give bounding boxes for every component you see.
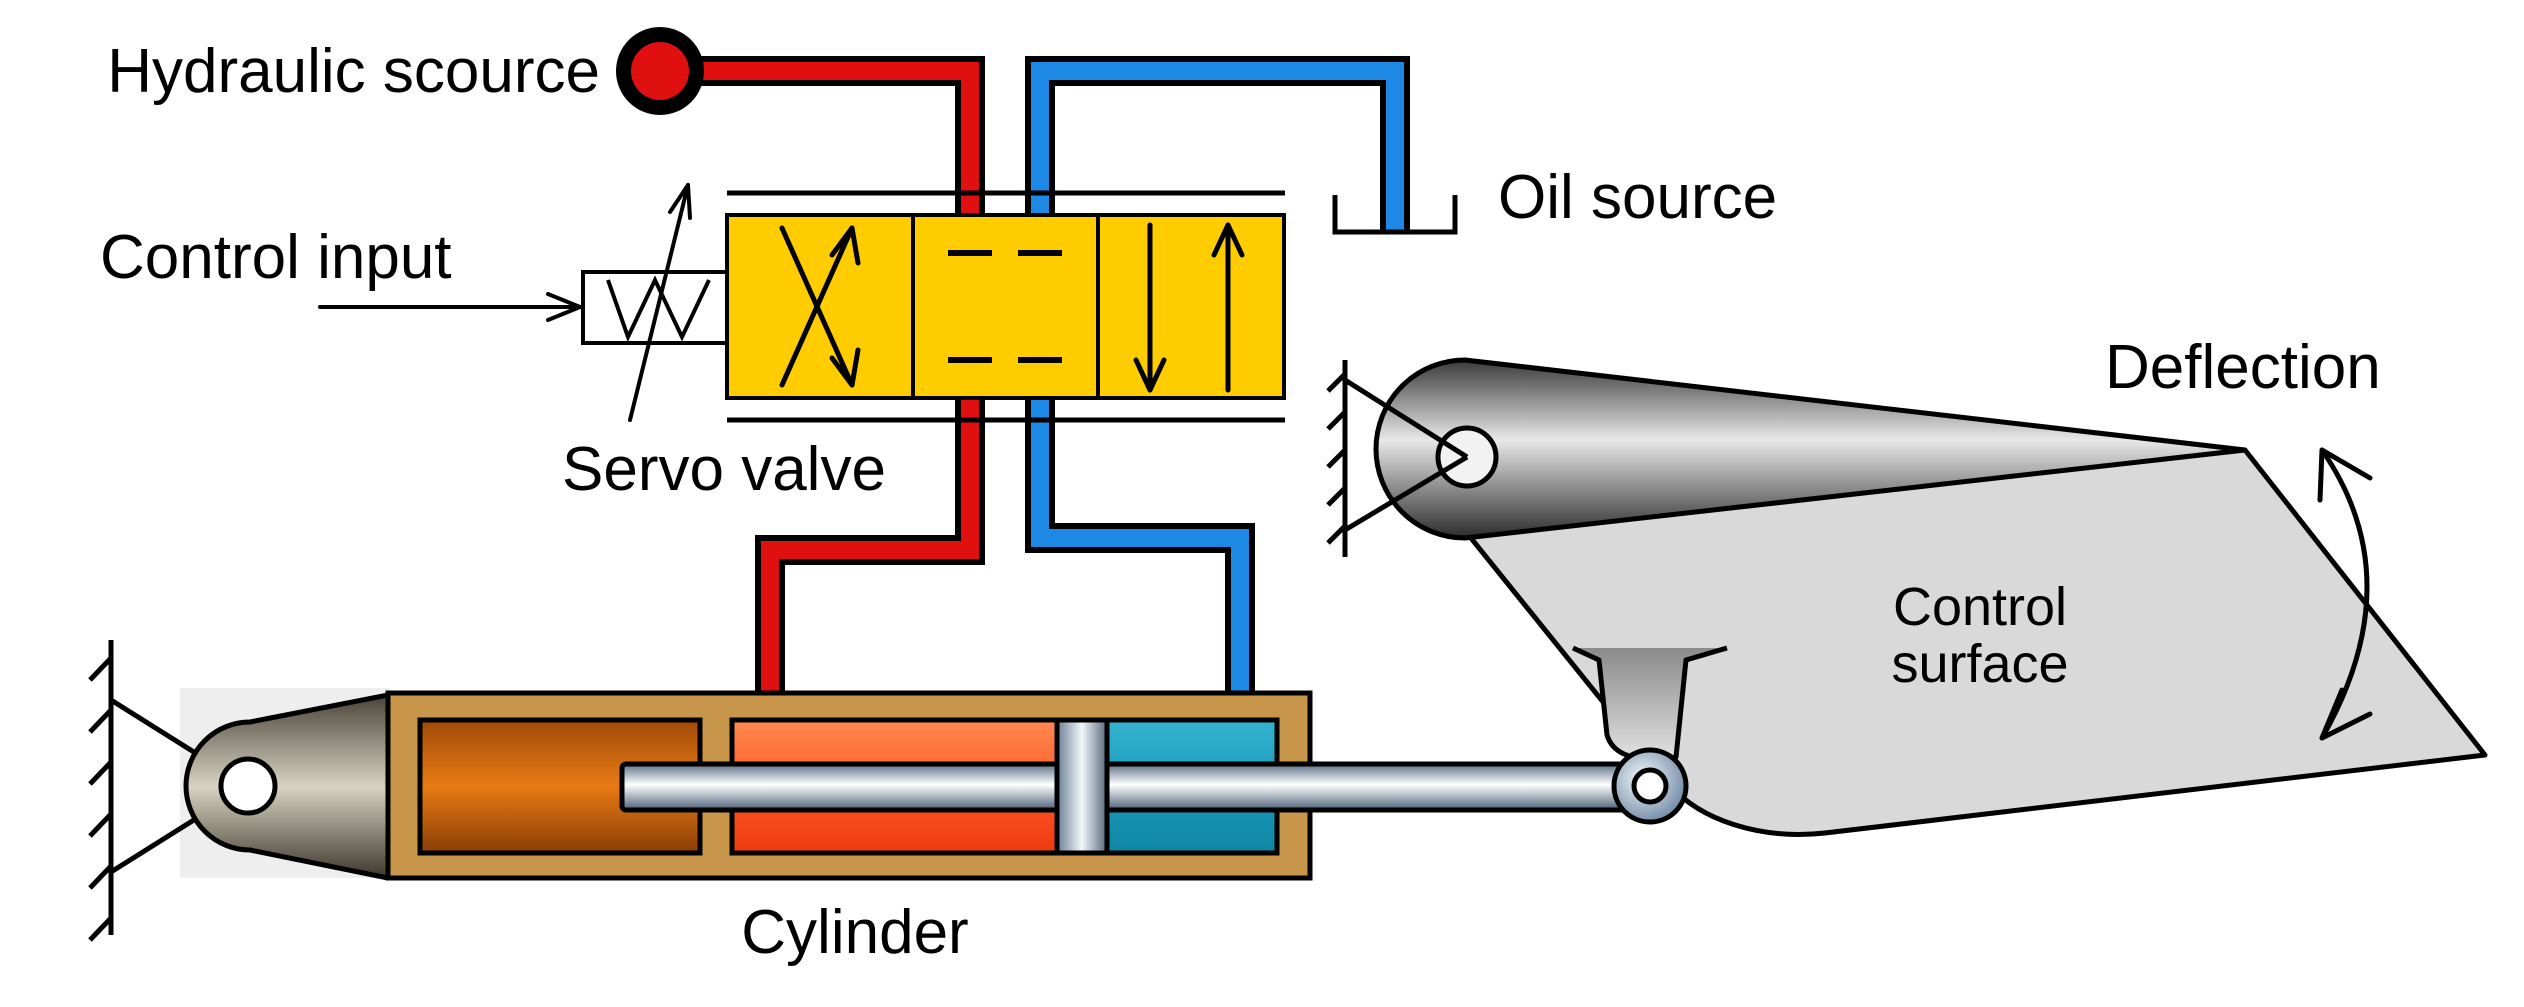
- label-control-surface-line1: Control: [1893, 577, 2067, 637]
- return-line-to-tank: [1025, 56, 1410, 250]
- return-line-from-cylinder: [1025, 362, 1255, 722]
- pressure-line-supply: [660, 56, 985, 250]
- hydraulic-source-icon: [616, 27, 704, 115]
- blocked-ports-icon: [948, 250, 1062, 363]
- label-control-input: Control input: [100, 223, 452, 292]
- label-oil-source: Oil source: [1498, 163, 1777, 232]
- hinge-arm: [1373, 357, 2248, 541]
- servo-valve: [318, 183, 1286, 423]
- crossed-flow-arrows-icon: [779, 225, 861, 388]
- label-deflection: Deflection: [2105, 333, 2381, 402]
- adjustable-arrow-icon: [628, 183, 692, 422]
- rod-end-pin: [1611, 747, 1689, 825]
- pressure-line-to-cylinder: [755, 362, 985, 722]
- cylinder: [385, 690, 1647, 881]
- label-cylinder: Cylinder: [741, 898, 968, 967]
- cylinder-mount-eye: [183, 692, 391, 881]
- label-servo-valve: Servo valve: [562, 435, 886, 504]
- label-control-surface-line2: surface: [1891, 634, 2068, 694]
- solenoid-icon: [581, 270, 729, 345]
- hinge-ground-mount: [1326, 360, 1469, 557]
- control-surface: [1373, 357, 2488, 837]
- piston: [1054, 717, 1110, 856]
- oil-tank-icon: [1332, 195, 1458, 235]
- piston-rod: [619, 761, 1647, 813]
- parallel-flow-arrows-icon: [1133, 222, 1245, 393]
- label-hydraulic-source: Hydraulic scource: [107, 37, 600, 106]
- deflection-arrow-icon: [2317, 447, 2373, 741]
- control-input-arrow-icon: [318, 292, 582, 322]
